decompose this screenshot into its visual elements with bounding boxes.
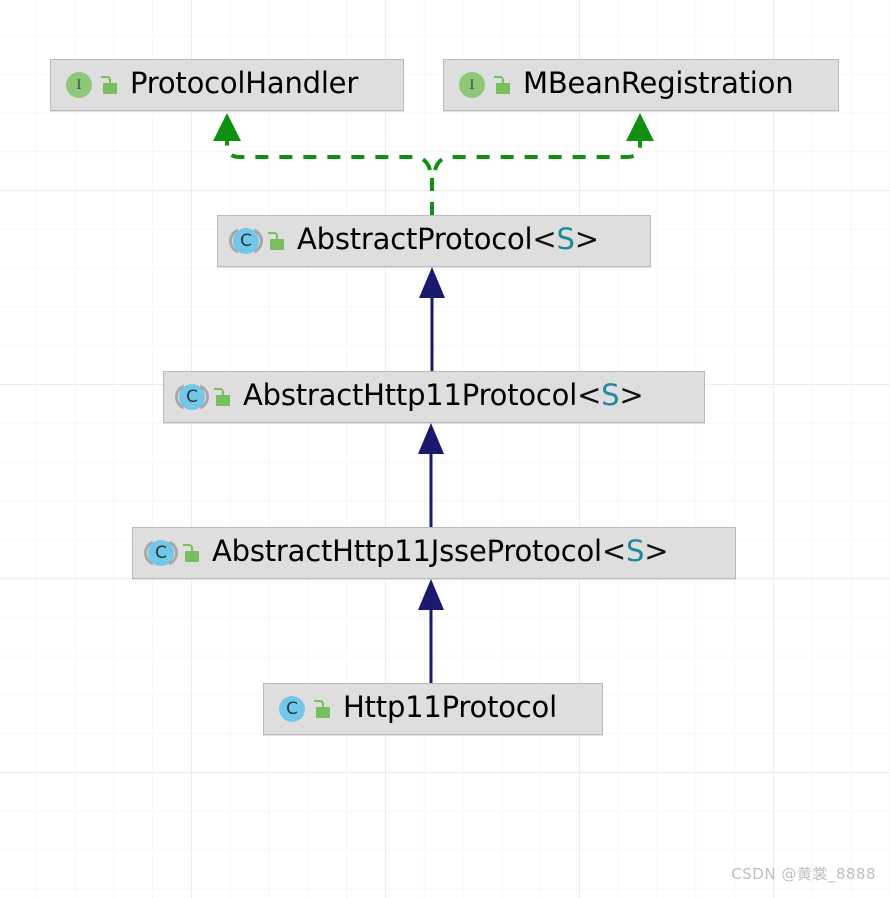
inheritance-arrowhead-3	[418, 579, 444, 610]
edge-inheritance-http11-protocol	[418, 579, 444, 683]
generic-close-bracket: >	[574, 222, 599, 256]
unlocked-padlock-icon	[182, 543, 201, 563]
type-parameter: S	[556, 222, 575, 256]
class-node-label: AbstractHttp11Protocol<S>	[243, 381, 644, 413]
interface-icon: I	[457, 70, 487, 100]
class-node-name: AbstractProtocol	[297, 222, 533, 256]
class-node-label: AbstractProtocol<S>	[297, 225, 599, 257]
interface-icon: I	[64, 70, 94, 100]
abstract-class-icon: C	[177, 382, 207, 412]
realization-edge-protocol-handler	[225, 131, 432, 171]
generic-close-bracket: >	[644, 534, 669, 568]
class-icon: C	[277, 694, 307, 724]
class-node-protocol-handler[interactable]: I ProtocolHandler	[50, 59, 404, 111]
abstract-class-icon: C	[231, 226, 261, 256]
class-node-name: AbstractHttp11Protocol	[243, 378, 578, 412]
class-node-http11-protocol[interactable]: C Http11Protocol	[263, 683, 603, 735]
class-node-label: ProtocolHandler	[130, 66, 359, 100]
edge-realization-group	[213, 113, 654, 215]
type-parameter: S	[601, 378, 620, 412]
watermark: CSDN @黄裳_8888	[731, 865, 876, 883]
realization-arrowhead-mbean-registration	[626, 113, 654, 141]
unlocked-padlock-icon	[213, 387, 232, 407]
generic-close-bracket: >	[619, 378, 644, 412]
generic-open-bracket: <	[601, 534, 626, 568]
unlocked-padlock-icon	[100, 75, 119, 95]
class-node-label: AbstractHttp11JsseProtocol<S>	[212, 534, 669, 569]
unlocked-padlock-icon	[313, 699, 332, 719]
inheritance-arrowhead-1	[419, 267, 445, 298]
unlocked-padlock-icon	[267, 231, 286, 251]
edge-inheritance-abstract-http11-jsse-protocol	[418, 423, 444, 527]
class-node-abstract-http11-jsse-protocol[interactable]: C AbstractHttp11JsseProtocol<S>	[132, 527, 736, 579]
class-node-mbean-registration[interactable]: I MBeanRegistration	[443, 59, 839, 111]
class-node-label: MBeanRegistration	[523, 66, 794, 100]
generic-open-bracket: <	[577, 378, 602, 412]
inheritance-arrowhead-2	[418, 423, 444, 454]
type-parameter: S	[625, 534, 645, 568]
class-node-name: AbstractHttp11JsseProtocol	[212, 534, 602, 568]
generic-open-bracket: <	[532, 222, 557, 256]
class-node-abstract-protocol[interactable]: C AbstractProtocol<S>	[217, 215, 651, 267]
realization-edge-mbean-registration	[433, 131, 642, 171]
class-node-abstract-http11-protocol[interactable]: C AbstractHttp11Protocol<S>	[163, 371, 705, 423]
edge-inheritance-abstract-http11-protocol	[419, 267, 445, 371]
realization-arrowhead-protocol-handler	[213, 113, 241, 141]
class-node-label: Http11Protocol	[343, 690, 557, 724]
unlocked-padlock-icon	[493, 75, 512, 95]
abstract-class-icon: C	[146, 538, 176, 568]
